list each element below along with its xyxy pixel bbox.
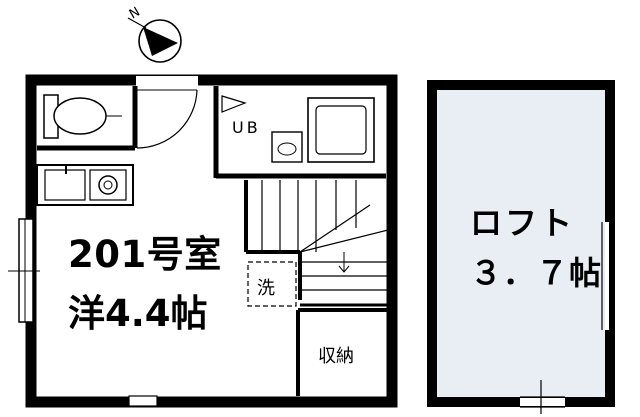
staircase bbox=[244, 180, 389, 307]
loft-size-label: ３．７帖 bbox=[470, 254, 603, 292]
storage-label: 収納 bbox=[318, 346, 354, 367]
storage-closet bbox=[296, 308, 388, 396]
washer-label: 洗 bbox=[257, 278, 275, 299]
unit-bath-label: UB bbox=[232, 118, 261, 137]
loft-name-label: ロフト bbox=[470, 204, 576, 242]
room-size-label: 洋4.4帖 bbox=[68, 292, 208, 335]
kitchen-counter bbox=[36, 164, 134, 206]
loft-walls bbox=[427, 80, 615, 414]
unit-bath bbox=[213, 86, 386, 179]
room-number-label: 201号室 bbox=[68, 233, 222, 276]
toilet bbox=[37, 86, 198, 151]
washer-space bbox=[247, 261, 297, 307]
north-arrow-icon bbox=[127, 17, 182, 63]
